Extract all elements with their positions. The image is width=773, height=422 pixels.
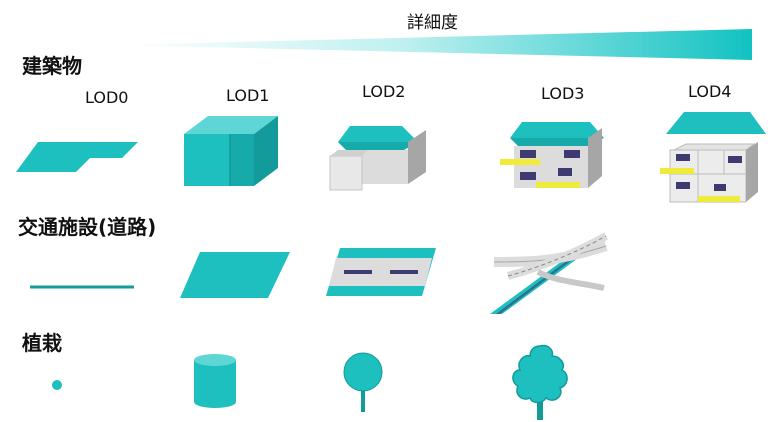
building-lod1-icon bbox=[184, 116, 278, 186]
building-lod0-icon bbox=[16, 142, 138, 172]
building-lod2-icon bbox=[329, 126, 426, 191]
building-lod4-icon bbox=[660, 112, 766, 203]
vegetation-lod2-icon bbox=[343, 352, 383, 412]
section-transport: 交通施設(道路) bbox=[18, 215, 157, 239]
detail-level-label: 詳細度 bbox=[407, 13, 458, 33]
section-buildings: 建築物 bbox=[22, 54, 82, 78]
lod-label-2: LOD2 bbox=[362, 82, 406, 101]
vegetation-lod0-icon bbox=[52, 380, 62, 390]
lod-label-1: LOD1 bbox=[226, 86, 270, 105]
section-vegetation: 植栽 bbox=[22, 331, 62, 355]
lod-label-3: LOD3 bbox=[541, 84, 585, 103]
detail-gradient-wedge bbox=[118, 29, 752, 60]
vegetation-lod3-icon bbox=[512, 344, 568, 420]
lod-label-0: LOD0 bbox=[85, 88, 129, 107]
road-lod1-icon bbox=[180, 252, 290, 298]
road-lod3-icon bbox=[490, 232, 608, 314]
lod-label-4: LOD4 bbox=[688, 82, 732, 101]
road-lod2-icon bbox=[326, 248, 436, 296]
building-lod3-icon bbox=[500, 122, 604, 188]
vegetation-lod1-icon bbox=[194, 354, 236, 408]
road-lod0-icon bbox=[30, 285, 134, 289]
